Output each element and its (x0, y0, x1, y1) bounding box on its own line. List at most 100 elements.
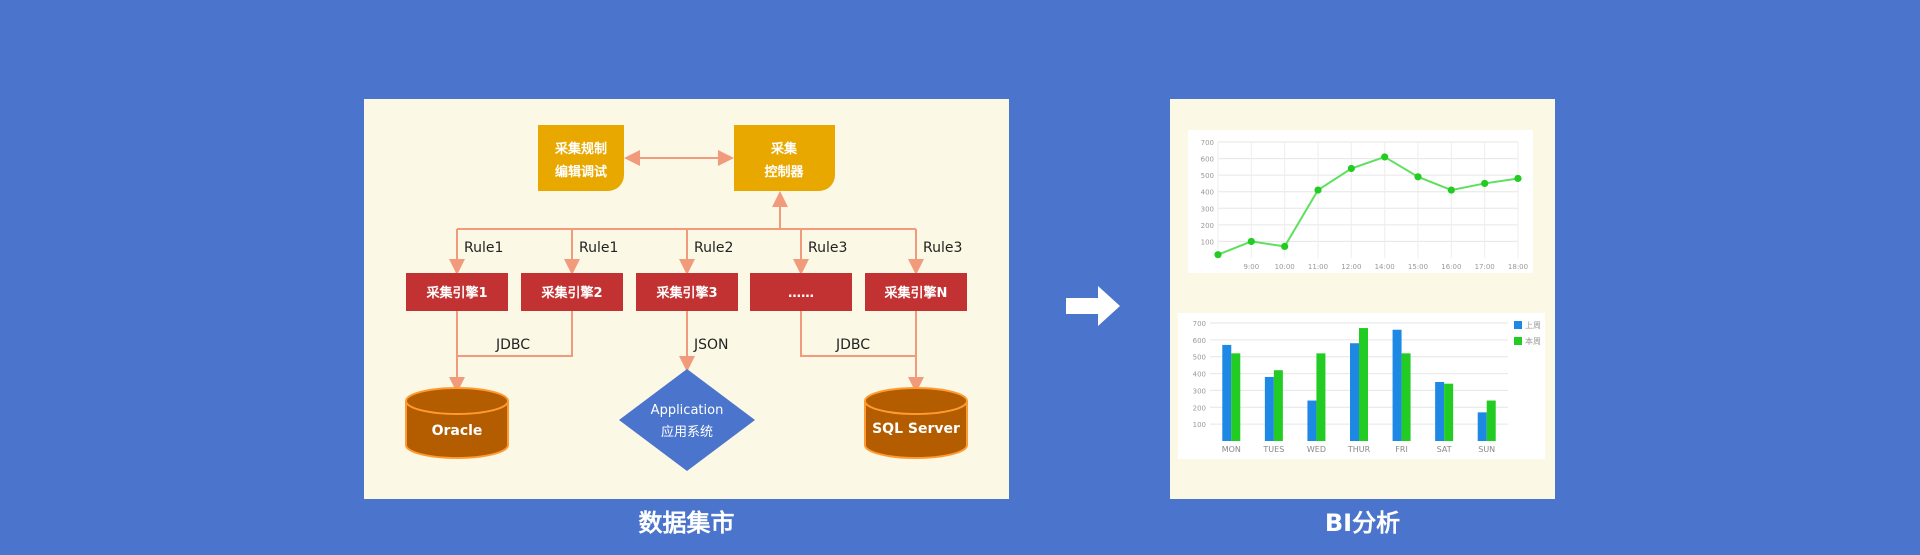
bar-chart-legend-swatch (1514, 321, 1522, 329)
bar-chart-y-tick-label: 600 (1193, 337, 1206, 345)
json-label: JSON (693, 337, 729, 353)
bar-chart-bar (1435, 382, 1445, 441)
bar-chart-x-tick-label: FRI (1395, 445, 1408, 454)
data-mart-panel: 采集规制 编辑调试 采集 控制器 Rule1 Rule1 Rule2 Rule3… (364, 99, 1009, 499)
bar-chart-x-tick-label: WED (1307, 445, 1326, 454)
application-label-line2: 应用系统 (661, 424, 713, 440)
data-mart-diagram: 采集规制 编辑调试 采集 控制器 Rule1 Rule1 Rule2 Rule3… (405, 125, 968, 471)
line-chart-x-tick-label: 10:00 (1275, 263, 1295, 271)
bar-chart-bar (1401, 353, 1411, 441)
bar-chart-bar (1486, 400, 1496, 441)
line-chart-y-tick-label: 600 (1201, 156, 1214, 164)
line-chart-y-tick-label: 200 (1201, 222, 1214, 230)
bar-chart-bar (1264, 376, 1274, 441)
oracle-label: Oracle (432, 423, 483, 439)
bar-chart-bar (1444, 383, 1454, 441)
line-chart-y-tick-label: 500 (1201, 172, 1214, 180)
line-chart-x-tick-label: 16:00 (1441, 263, 1461, 271)
bar-chart-legend-swatch (1514, 337, 1522, 345)
line-chart-point (1247, 237, 1255, 246)
engine-label-1: 采集引擎1 (425, 285, 487, 301)
bar-chart-y-tick-label: 500 (1193, 354, 1206, 362)
bar-chart-x-tick-label: SAT (1437, 445, 1452, 454)
sqlserver-label: SQL Server (872, 421, 960, 437)
sqlserver-database: SQL Server (864, 387, 968, 459)
bi-analysis-panel: 100 200 300 400 500 600 700 9:00 10:00 11:00 12:00… (1170, 99, 1555, 499)
engine-label-4: …… (788, 286, 814, 301)
application-label-line1: Application (651, 403, 724, 418)
line-chart-x-tick-label: 14:00 (1375, 263, 1395, 271)
bar-chart-y-tick-label: 200 (1193, 404, 1206, 412)
rule-label-5: Rule3 (923, 240, 962, 256)
bar-chart-bar (1316, 353, 1326, 441)
editor-label-line2: 编辑调试 (555, 164, 607, 180)
line-chart-x-tick-label: 11:00 (1308, 263, 1328, 271)
engine-box-1 (406, 273, 508, 311)
controller-label-line2: 控制器 (764, 164, 804, 180)
bar-chart-bar (1222, 344, 1232, 441)
bar-chart-bar (1359, 328, 1368, 441)
engine-box-2 (521, 273, 623, 311)
line-chart-x-tick-label: 9:00 (1243, 263, 1259, 271)
line-chart-point (1214, 251, 1222, 259)
bar-chart-bar (1350, 343, 1359, 441)
bar-chart-x-tick-label: SUN (1478, 445, 1495, 454)
line-chart-point (1314, 186, 1322, 194)
bar-chart-legend-label: 本周 (1525, 336, 1541, 346)
bar-chart-bar (1307, 400, 1317, 441)
bi-analysis-caption: BI分析 (1324, 509, 1401, 537)
line-chart-point (1347, 164, 1355, 173)
engine-label-3: 采集引擎3 (655, 285, 717, 301)
bar-chart-x-tick-label: TUES (1262, 445, 1284, 454)
rule-label-4: Rule3 (808, 240, 847, 256)
line-chart-card: 100 200 300 400 500 600 700 9:00 10:00 11:00 12:00… (1188, 130, 1533, 273)
line-chart-point (1414, 173, 1422, 181)
line-chart-y-tick-label: 300 (1201, 205, 1214, 213)
editor-label-line1: 采集规制 (554, 141, 607, 157)
bar-chart-bar (1273, 370, 1283, 441)
line-chart-x-tick-label: 18:00 (1508, 263, 1528, 271)
controller-box (734, 125, 835, 191)
bar-chart-y-tick-label: 400 (1193, 371, 1206, 379)
bar-chart-y-tick-label: 300 (1193, 387, 1206, 395)
bar-chart-x-tick-label: MON (1222, 445, 1241, 454)
line-chart-point (1281, 242, 1289, 250)
engine-label-5: 采集引擎N (884, 285, 948, 301)
bar-chart-y-tick-label: 700 (1193, 320, 1206, 328)
engine-box-5 (865, 273, 967, 311)
line-chart-point (1514, 174, 1522, 183)
line-chart: 100 200 300 400 500 600 700 9:00 10:00 11:00 12:00… (1201, 139, 1528, 271)
jdbc-left-label: JDBC (495, 337, 530, 353)
line-chart-y-tick-label: 700 (1201, 139, 1214, 147)
rule-label-2: Rule1 (579, 240, 618, 256)
bar-chart-bar (1231, 353, 1241, 441)
rule-label-1: Rule1 (464, 240, 503, 256)
engine-box-4 (750, 273, 852, 311)
editor-box (538, 125, 624, 191)
bar-chart-y-tick-label: 100 (1193, 421, 1206, 429)
oracle-database: Oracle (405, 387, 509, 459)
line-chart-x-tick-label: 12:00 (1341, 263, 1361, 271)
line-chart-point (1481, 179, 1489, 188)
engine-box-3 (636, 273, 738, 311)
line-chart-point (1447, 186, 1455, 194)
bar-chart-bar (1477, 412, 1487, 441)
line-chart-series-line (1217, 155, 1519, 256)
application-node: Application 应用系统 (619, 369, 755, 471)
right-arrow-icon (1066, 286, 1120, 326)
rule-label-3: Rule2 (694, 240, 733, 256)
data-mart-caption: 数据集市 (638, 509, 735, 537)
line-chart-y-tick-label: 400 (1201, 189, 1214, 197)
line-chart-x-tick-label: 15:00 (1408, 263, 1428, 271)
bar-chart-bar (1392, 329, 1402, 441)
bar-chart-x-tick-label: THUR (1347, 445, 1371, 454)
bar-chart-legend-label: 上周 (1525, 321, 1541, 330)
line-chart-x-tick-label: 17:00 (1475, 263, 1495, 271)
jdbc-right-link (800, 311, 917, 357)
jdbc-left-link (456, 311, 573, 357)
line-chart-y-tick-label: 100 (1201, 238, 1214, 246)
jdbc-right-label: JDBC (835, 337, 870, 353)
controller-label-line1: 采集 (770, 141, 798, 157)
